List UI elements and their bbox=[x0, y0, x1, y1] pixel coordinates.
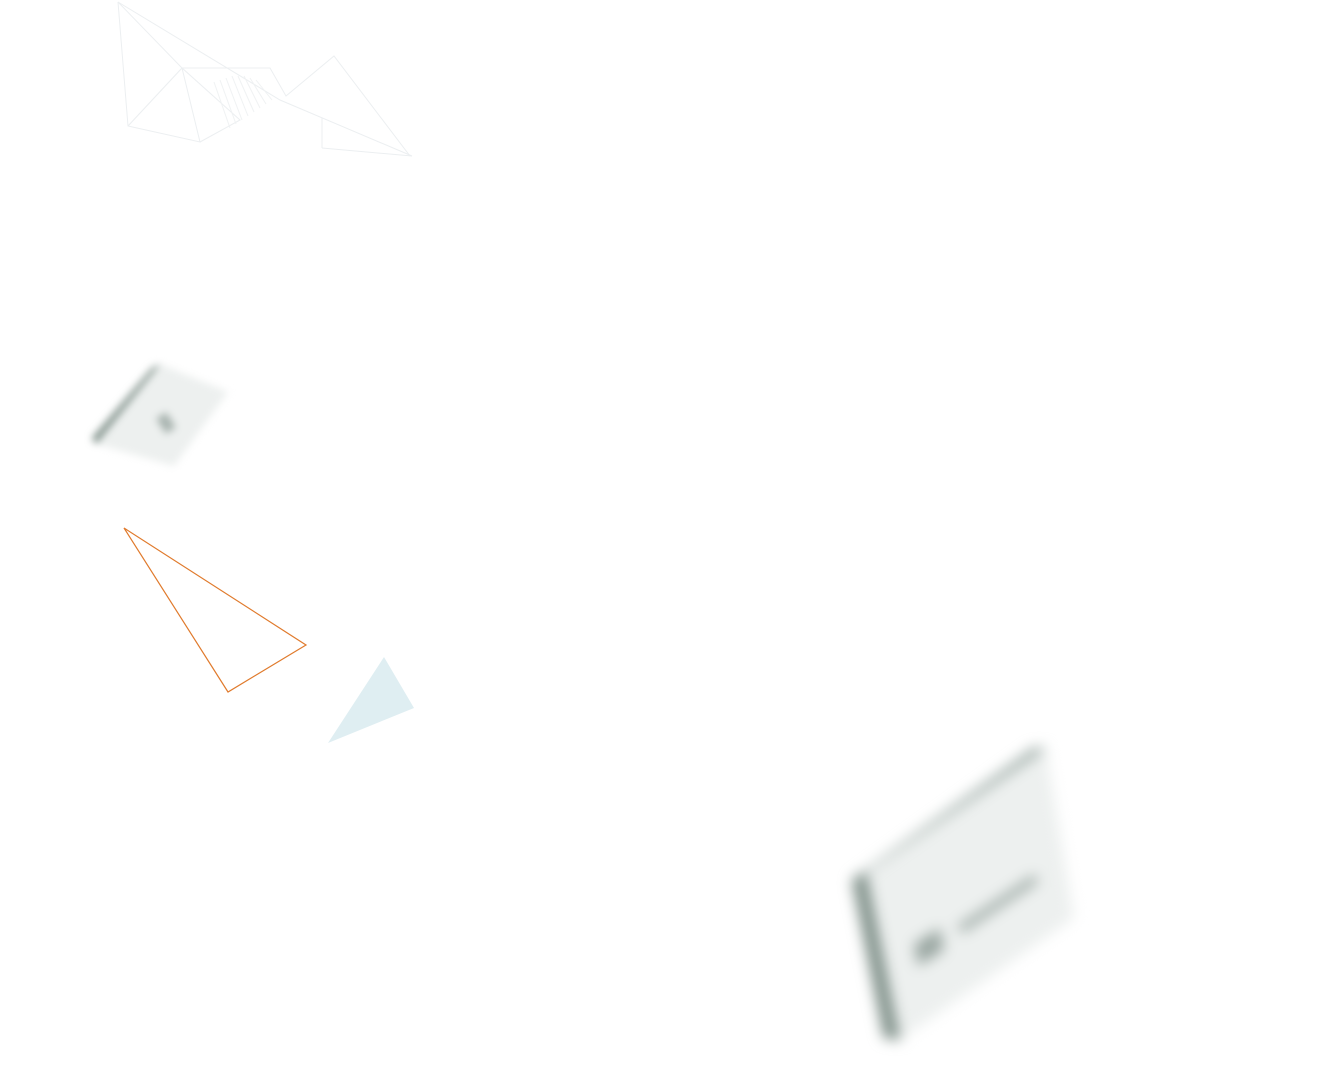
triangle-filled-icon bbox=[328, 657, 414, 743]
triangle-outline-icon bbox=[123, 527, 308, 693]
small-blurred-card bbox=[92, 364, 228, 466]
faint-triangle-mesh-icon bbox=[117, 1, 413, 157]
large-blurred-card bbox=[852, 748, 1074, 1040]
decorative-background bbox=[92, 1, 1074, 1040]
